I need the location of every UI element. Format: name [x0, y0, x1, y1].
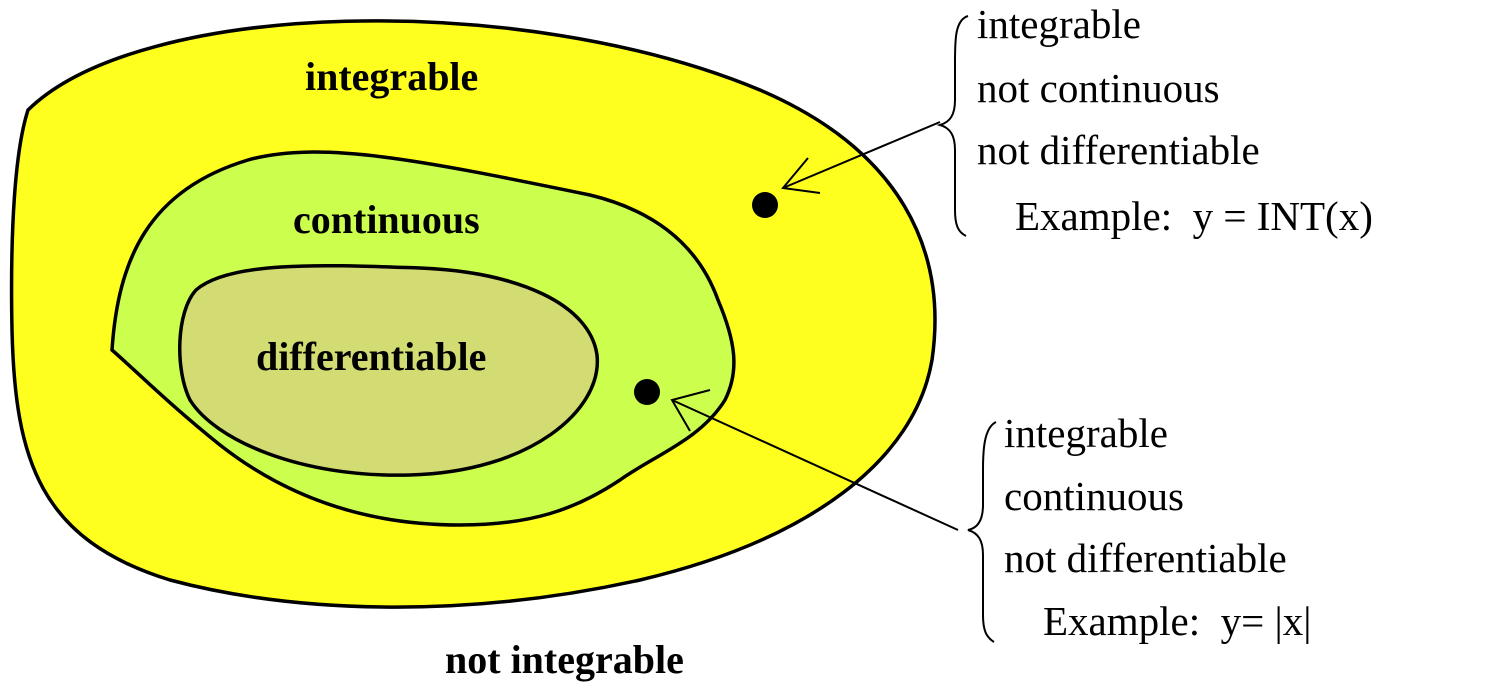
annotation-2-line-3: not differentiable [1004, 535, 1287, 581]
differentiable-region [178, 263, 599, 477]
annotation-1-line-2: not continuous [977, 65, 1220, 111]
annotation-1-line-1: integrable [977, 1, 1141, 47]
left-brace-icon [967, 421, 997, 643]
abs-function-point [634, 379, 660, 405]
arrow-to-int-point [781, 121, 941, 194]
annotation-1-line-3: not differentiable [977, 127, 1260, 173]
integrable-label: integrable [305, 54, 478, 99]
not-integrable-label: not integrable [445, 637, 684, 682]
annotation-2-line-1: integrable [1004, 410, 1168, 456]
arrow-to-abs-point [670, 389, 959, 531]
left-brace-icon [936, 15, 969, 237]
annotation-2-example: Example: y= |x| [1043, 598, 1311, 644]
annotation-2-line-2: continuous [1004, 473, 1184, 519]
int-function-point [752, 192, 778, 218]
annotation-1-example: Example: y = INT(x) [1015, 193, 1373, 239]
continuous-label: continuous [293, 197, 480, 242]
differentiable-label: differentiable [256, 334, 486, 379]
